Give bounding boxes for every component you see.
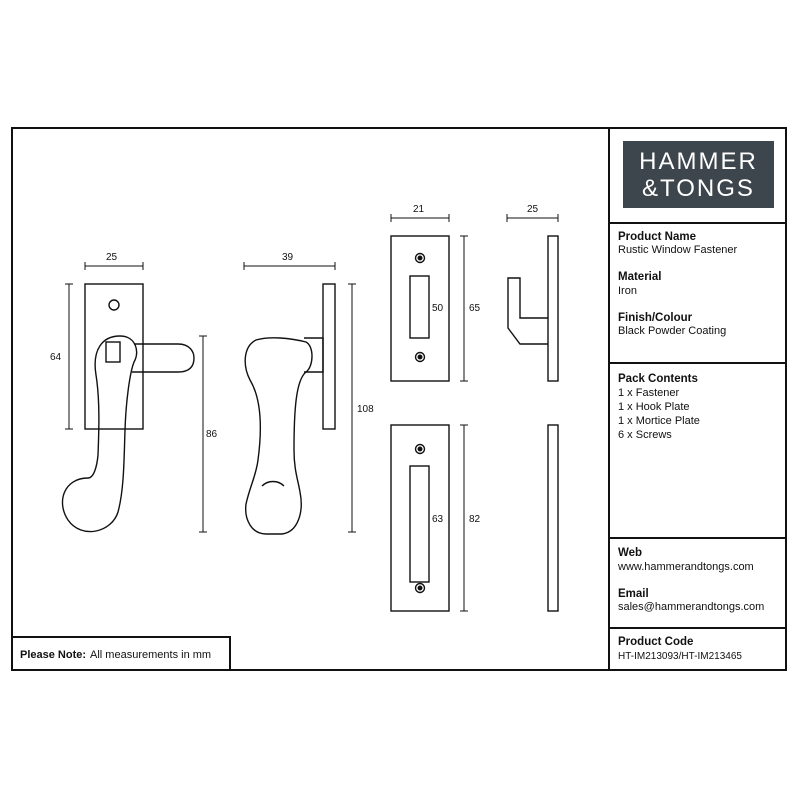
- pack-contents-list: 1 x Fastener 1 x Hook Plate 1 x Mortice …: [618, 386, 700, 442]
- note-text: All measurements in mm: [90, 648, 212, 661]
- front-dimension-lines: [65, 262, 207, 533]
- dim-hook-plate-width: 21: [413, 204, 425, 215]
- product-code-label: Product Code: [618, 636, 694, 648]
- panel-divider: [608, 627, 787, 629]
- web-link[interactable]: www.hammerandtongs.com: [618, 561, 754, 573]
- list-item: 1 x Hook Plate: [618, 401, 690, 413]
- hook-side-plate: [547, 235, 559, 382]
- front-handle: [61, 335, 138, 533]
- front-catch-slot: [105, 341, 121, 363]
- material-value: Iron: [618, 285, 637, 297]
- drawing-sheet: [11, 127, 787, 671]
- front-screw-hole: [108, 299, 120, 311]
- mortice-bottom-hole: [414, 582, 426, 594]
- email-link[interactable]: sales@hammerandtongs.com: [618, 601, 765, 613]
- brand-logo-line1: HAMMER: [639, 147, 758, 175]
- dim-side-width: 39: [282, 252, 294, 263]
- mortice-plate-front: [390, 424, 450, 612]
- dim-front-height: 64: [50, 352, 62, 363]
- hook-plate-side: [507, 235, 559, 382]
- mortice-plate-outline: [390, 424, 450, 612]
- mortice-plate-side: [547, 424, 559, 612]
- list-item: 1 x Fastener: [618, 387, 680, 399]
- fastener-front-view: [61, 283, 195, 533]
- measurement-note: Please Note: All measurements in mm: [11, 636, 231, 671]
- mortice-slot: [409, 465, 430, 583]
- product-name-label: Product Name: [618, 231, 696, 243]
- hook-side-dimension-lines: [506, 214, 559, 222]
- panel-divider: [608, 362, 787, 364]
- side-backplate: [322, 283, 336, 430]
- panel-divider: [608, 537, 787, 539]
- hook-side-hook: [507, 277, 548, 345]
- hook-plate-top-hole: [414, 252, 426, 264]
- side-spindle: [304, 337, 324, 373]
- hook-plate-outline: [390, 235, 450, 382]
- side-dimension-lines: [243, 262, 356, 533]
- brand-logo: HAMMER &TONGS: [623, 141, 774, 208]
- dim-mortice-height: 82: [469, 514, 481, 525]
- dim-hook-side-width: 25: [527, 204, 539, 215]
- product-name-value: Rustic Window Fastener: [618, 244, 738, 256]
- finish-label: Finish/Colour: [618, 312, 693, 324]
- hook-plate-dimension-lines: [390, 214, 468, 382]
- hook-plate-slot: [409, 275, 430, 339]
- material-label: Material: [618, 271, 662, 283]
- front-spindle: [132, 343, 195, 373]
- info-panel: [608, 127, 787, 671]
- list-item: 1 x Mortice Plate: [618, 415, 700, 427]
- fastener-side-view: [244, 283, 336, 535]
- side-handle: [244, 337, 313, 535]
- hook-plate-bottom-hole: [414, 351, 426, 363]
- email-label: Email: [618, 588, 649, 600]
- dim-mortice-slot: 63: [432, 514, 444, 525]
- dim-hook-plate-height: 65: [469, 303, 481, 314]
- web-label: Web: [618, 547, 643, 559]
- dim-hook-slot: 50: [432, 303, 444, 314]
- side-grip: [261, 480, 285, 487]
- dim-front-total: 86: [206, 429, 218, 440]
- panel-divider: [608, 222, 787, 224]
- mortice-dimension-lines: [460, 424, 468, 612]
- front-backplate: [84, 283, 144, 430]
- list-item: 6 x Screws: [618, 429, 672, 441]
- mortice-top-hole: [414, 443, 426, 455]
- product-code-value: HT-IM213093/HT-IM213465: [618, 651, 742, 662]
- finish-value: Black Powder Coating: [618, 325, 727, 337]
- brand-logo-line2: &TONGS: [642, 174, 755, 202]
- pack-contents-label: Pack Contents: [618, 373, 698, 385]
- dim-front-width: 25: [106, 252, 118, 263]
- hook-plate-front: [390, 235, 450, 382]
- note-label: Please Note:: [20, 648, 87, 661]
- dim-side-total: 108: [357, 404, 374, 415]
